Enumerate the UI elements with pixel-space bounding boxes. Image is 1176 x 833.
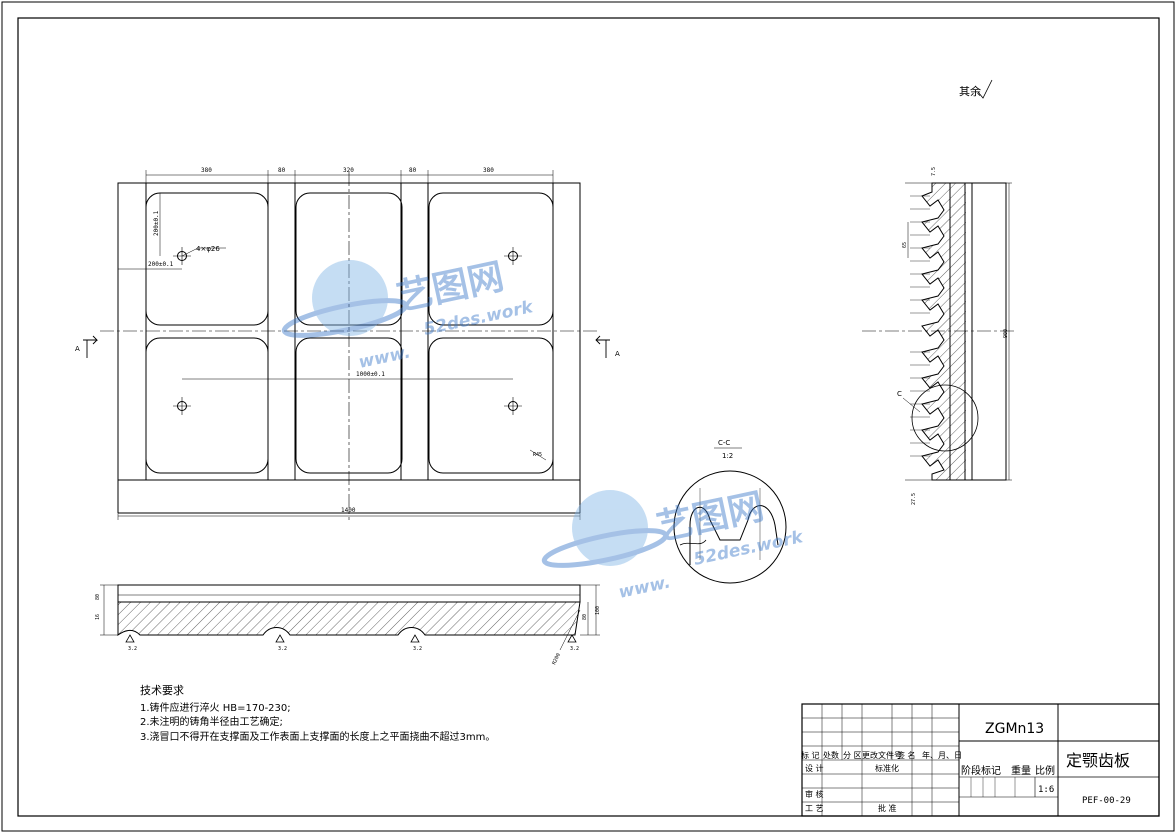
svg-text:R45: R45 — [533, 452, 542, 458]
svg-text:200±0.1: 200±0.1 — [148, 261, 174, 268]
front-view-dimensions: 380 80 320 80 380 1400 200±0.1 200±0.1 1… — [148, 167, 542, 514]
svg-text:重量: 重量 — [1011, 764, 1031, 777]
front-view — [100, 170, 598, 520]
title-block — [801, 703, 1160, 817]
svg-text:2.未注明的铸角半径由工艺确定;: 2.未注明的铸角半径由工艺确定; — [140, 715, 283, 728]
svg-text:27.5: 27.5 — [911, 493, 917, 505]
svg-text:比例: 比例 — [1035, 764, 1055, 777]
svg-text:3.2: 3.2 — [570, 646, 579, 652]
svg-text:工 艺: 工 艺 — [805, 804, 824, 813]
svg-text:其余: 其余 — [959, 84, 981, 98]
svg-text:www.: www. — [357, 342, 413, 372]
svg-text:200±0.1: 200±0.1 — [153, 210, 160, 236]
svg-text:C-C: C-C — [718, 439, 730, 447]
svg-text:3.2: 3.2 — [413, 646, 422, 652]
svg-text:ZGMn13: ZGMn13 — [985, 721, 1044, 737]
watermark-logo-2: 艺图网 52des.work www. — [541, 486, 806, 603]
svg-text:定颚齿板: 定颚齿板 — [1066, 751, 1130, 770]
svg-text:1:6: 1:6 — [1038, 785, 1054, 795]
tech-requirements: 技术要求 1.铸件应进行淬火 HB=170-230; 2.未注明的铸角半径由工艺… — [140, 684, 495, 743]
section-view-dimensions: 80 16 80 100 R200 3.2 3.2 3.2 3.2 — [95, 594, 601, 666]
svg-text:R200: R200 — [551, 652, 562, 665]
svg-text:100: 100 — [595, 606, 601, 615]
svg-text:320: 320 — [343, 167, 354, 174]
svg-text:1:2: 1:2 — [722, 452, 733, 460]
section-view — [100, 584, 600, 651]
svg-text:80: 80 — [582, 614, 588, 620]
svg-text:设 计: 设 计 — [805, 763, 824, 773]
svg-text:审 核: 审 核 — [805, 789, 824, 799]
svg-text:A: A — [75, 345, 80, 353]
svg-text:65: 65 — [902, 242, 908, 248]
roughness-note: 其余 — [959, 79, 993, 99]
title-block-text: ZGMn13 定颚齿板 PEF-00-29 1:6 标 记 处数 分 区 更改文… — [801, 721, 1131, 813]
svg-text:A: A — [615, 350, 620, 358]
svg-text:签 名: 签 名 — [897, 750, 916, 760]
svg-text:PEF-00-29: PEF-00-29 — [1082, 796, 1131, 806]
side-view — [862, 182, 1016, 481]
svg-text:7.5: 7.5 — [931, 167, 937, 176]
svg-text:1000±0.1: 1000±0.1 — [356, 371, 385, 378]
svg-text:阶段标记: 阶段标记 — [961, 764, 1001, 777]
svg-text:3.2: 3.2 — [128, 646, 137, 652]
svg-text:分 区: 分 区 — [843, 751, 862, 760]
svg-text:更改文件号: 更改文件号 — [862, 750, 902, 760]
side-view-dimensions: 7.5 65 900 27.5 C — [897, 167, 1009, 505]
svg-text:80: 80 — [278, 167, 286, 174]
svg-text:3.2: 3.2 — [278, 646, 287, 652]
svg-text:16: 16 — [95, 614, 101, 620]
svg-text:1.铸件应进行淬火 HB=170-230;: 1.铸件应进行淬火 HB=170-230; — [140, 701, 291, 714]
svg-text:标准化: 标准化 — [875, 763, 899, 773]
svg-text:3.浇冒口不得开在支撑面及工作表面上支撑面的长度上之平面挠曲: 3.浇冒口不得开在支撑面及工作表面上支撑面的长度上之平面挠曲不超过3mm。 — [140, 730, 495, 743]
svg-text:900: 900 — [1003, 329, 1009, 338]
svg-text:年、月、日: 年、月、日 — [922, 750, 962, 760]
svg-text:技术要求: 技术要求 — [140, 684, 184, 697]
svg-text:标 记: 标 记 — [801, 750, 820, 760]
svg-text:4×φ26: 4×φ26 — [196, 245, 220, 253]
svg-text:80: 80 — [409, 167, 417, 174]
inner-frame — [17, 17, 1160, 817]
svg-text:批 准: 批 准 — [878, 803, 897, 813]
watermark-logo-1: 艺图网 52des.work www. — [281, 256, 536, 373]
svg-text:80: 80 — [95, 594, 101, 600]
svg-text:www.: www. — [617, 572, 673, 602]
svg-text:C: C — [897, 390, 902, 398]
svg-text:380: 380 — [483, 167, 494, 174]
svg-text:1400: 1400 — [341, 507, 356, 514]
svg-text:380: 380 — [201, 167, 212, 174]
svg-text:处数: 处数 — [823, 750, 839, 760]
detail-view: C-C 1:2 — [673, 439, 787, 584]
section-marks: A A — [75, 335, 620, 358]
